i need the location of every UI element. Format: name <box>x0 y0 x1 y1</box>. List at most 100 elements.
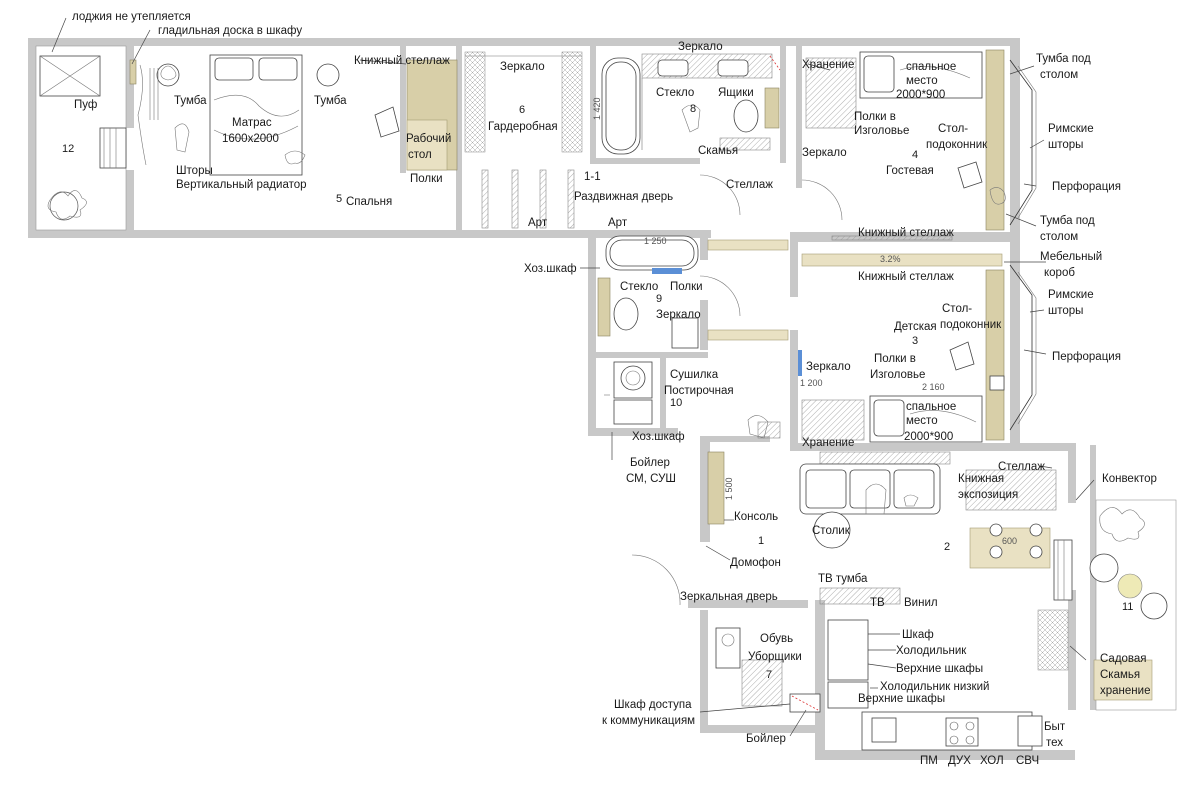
bench-storage-label-1: Скамья <box>1100 669 1140 681</box>
boiler-label-1: Бойлер <box>630 457 670 469</box>
dryer-label: Сушилка <box>670 369 719 381</box>
furniture-box-label-2: короб <box>1044 267 1075 279</box>
headboard-guest-label-2: Изголовье <box>854 125 909 137</box>
upper-cabinets-2-label: Верхние шкафы <box>858 693 945 705</box>
sleeping-kids-label-1: спальное <box>906 401 956 413</box>
dimension-1500: 1 500 <box>724 477 734 500</box>
coffee-table-label: Столик <box>812 525 851 537</box>
walls <box>28 38 1096 760</box>
art-label-1: Арт <box>528 217 548 229</box>
console-label: Консоль <box>734 511 778 523</box>
loggia-note: лоджия не утепляется <box>72 11 191 23</box>
dimension-1200: 1 200 <box>800 378 823 388</box>
bathroom-2 <box>597 235 741 349</box>
room-number-10: 10 <box>670 397 682 409</box>
headboard-guest-label-1: Полки в <box>854 111 896 123</box>
appliances-label-1: Быт <box>1044 721 1066 733</box>
bench-label: Скамья <box>698 145 738 157</box>
wardrobe-kitchen-label: Шкаф <box>902 629 934 641</box>
guest-room-label: Гостевая <box>886 165 934 177</box>
mirror-door-label: Зеркальная дверь <box>680 591 778 603</box>
living-room <box>631 415 1073 671</box>
garden-label: Садовая <box>1100 653 1147 665</box>
upper-cabinets-label: Верхние шкафы <box>896 663 983 675</box>
room-number-1: 1 <box>758 535 764 547</box>
bench-storage-label-2: хранение <box>1100 685 1150 697</box>
table-sill-guest-label-2: подоконник <box>926 139 988 151</box>
headboard-kids-label-1: Полки в <box>874 353 916 365</box>
room-number-7: 7 <box>766 669 772 681</box>
bathroom-master <box>601 53 781 155</box>
book-display-label-1: Книжная <box>958 473 1004 485</box>
balcony <box>1089 499 1177 711</box>
mirror-bath2-label: Зеркало <box>656 309 701 321</box>
mirror-guest-label: Зеркало <box>802 147 847 159</box>
mirror-kids-label: Зеркало <box>806 361 851 373</box>
corridor <box>699 174 843 341</box>
roman-blinds-label-4: шторы <box>1048 305 1083 317</box>
mattress-size-label: 1600x2000 <box>222 133 279 145</box>
glass-bath1-label: Стекло <box>656 87 694 99</box>
nightstand-left-label: Тумба <box>174 95 207 107</box>
microwave-label: СВЧ <box>1016 755 1039 767</box>
ironing-board-label: гладильная доска в шкафу <box>158 25 302 37</box>
perforation-label: Перфорация <box>1052 181 1121 193</box>
cleaning-label: Уборщики <box>748 651 802 663</box>
room-number-5: 5 <box>336 193 342 205</box>
utility-cabinet-2-label: Хоз.шкаф <box>632 431 685 443</box>
access-cabinet-label-1: Шкаф доступа <box>614 699 692 711</box>
glass-bath2-label: Стекло <box>620 281 658 293</box>
dimension-1250: 1 250 <box>644 236 667 246</box>
bookshelf-3-label: Книжный стеллаж <box>858 271 954 283</box>
mirror-top-label: Зеркало <box>678 41 723 53</box>
laundry-label: Постирочная <box>664 385 734 397</box>
radiator-label: Вертикальный радиатор <box>176 179 307 191</box>
storage-guest-label: Хранение <box>802 59 854 71</box>
sleeping-guest-label-1: спальное <box>906 61 956 73</box>
mattress-label: Матрас <box>232 117 272 129</box>
slope-percent: 3.2% <box>880 254 901 264</box>
fridge-low-label: Холодильник низкий <box>880 681 989 693</box>
bookshelf-2-label: Книжный стеллаж <box>858 227 954 239</box>
sleeping-kids-label-2: место <box>906 415 938 427</box>
leader-lines <box>51 17 1095 737</box>
laundry <box>604 361 653 425</box>
vinyl-label: Винил <box>904 597 938 609</box>
shelves-bath2-label: Полки <box>670 281 703 293</box>
section-label: 1-1 <box>584 171 601 183</box>
tv-stand-label: ТВ тумба <box>818 573 868 585</box>
table-sill-kids-label-1: Стол- <box>942 303 972 315</box>
dimension-1420: 1 420 <box>592 97 602 120</box>
rack-2-label: Стеллаж <box>998 461 1045 473</box>
table-sill-guest-label-1: Стол- <box>938 123 968 135</box>
fridge-short-label: ХОЛ <box>980 755 1004 767</box>
appliances-label-2: тех <box>1046 737 1063 749</box>
sleeping-kids-size: 2000*900 <box>904 431 953 443</box>
room-number-4: 4 <box>912 149 918 161</box>
curtains-label: Шторы <box>176 165 213 177</box>
boiler-label-2: СМ, СУШ <box>626 473 676 485</box>
roman-blinds-label-3: Римские <box>1048 289 1094 301</box>
dimension-600: 600 <box>1002 536 1017 546</box>
perforation-2-label: Перфорация <box>1052 351 1121 363</box>
bedroom-label: Спальня <box>346 196 392 208</box>
sleeping-guest-label-2: место <box>906 75 938 87</box>
room-number-11: 11 <box>1122 601 1133 613</box>
roman-blinds-label-2: шторы <box>1048 139 1083 151</box>
dishwasher-label: ПМ <box>920 755 938 767</box>
wardrobe <box>464 51 583 229</box>
book-display-label-2: экспозиция <box>958 489 1018 501</box>
room-number-3: 3 <box>912 335 918 347</box>
oven-label: ДУХ <box>948 755 971 767</box>
headboard-kids-label-2: Изголовье <box>870 369 925 381</box>
sliding-door-label: Раздвижная дверь <box>574 191 673 203</box>
utility-cabinet-label: Хоз.шкаф <box>524 263 577 275</box>
bedroom <box>129 54 458 176</box>
tv-label: ТВ <box>870 597 885 609</box>
work-desk-label-1: Рабочий <box>406 133 451 145</box>
nightstand-desk-label-4: столом <box>1040 231 1078 243</box>
shelves-label: Полки <box>410 173 443 185</box>
dimension-2160: 2 160 <box>922 382 945 392</box>
sleeping-guest-size: 2000*900 <box>896 89 945 101</box>
